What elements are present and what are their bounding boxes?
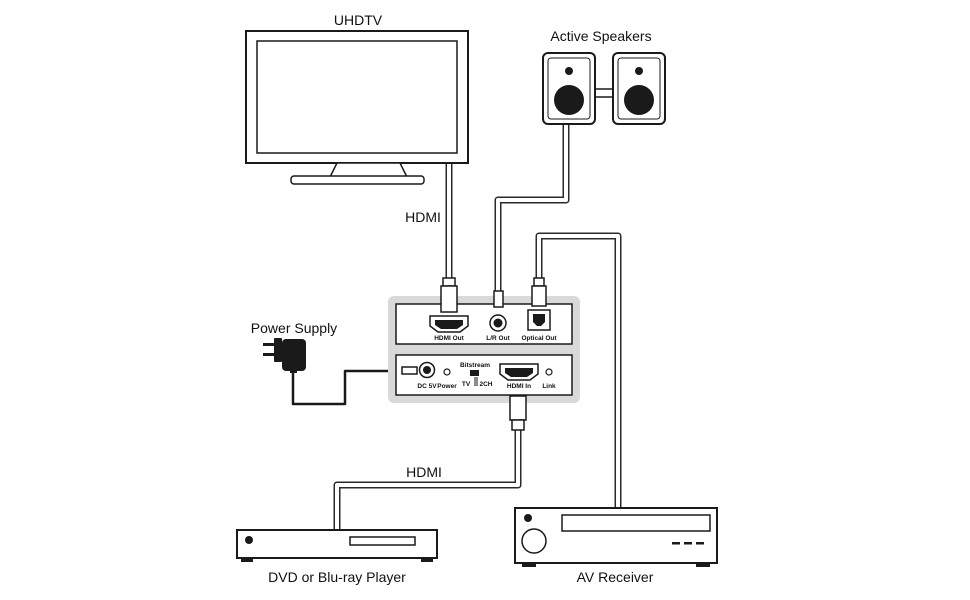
- dvd-player: [236, 529, 438, 562]
- active-speakers-label: Active Speakers: [550, 28, 651, 44]
- hdmi-in-label: HDMI In: [507, 383, 531, 390]
- lr-out-label: L/R Out: [486, 335, 510, 342]
- power-cable: [291, 369, 402, 406]
- uhdtv: [245, 30, 469, 185]
- lr-out-port: [489, 290, 507, 332]
- power-adapter: [263, 338, 306, 373]
- hdmi-out-port: [429, 277, 469, 333]
- dc-5v-port: [401, 361, 436, 379]
- optical-cable-receiver: [535, 232, 622, 508]
- audio-extractor-device: HDMI Out L/R Out Optical Out DC 5V Power…: [388, 277, 580, 431]
- bitstream-label: Bitstream: [460, 362, 490, 369]
- link-label: Link: [542, 383, 556, 390]
- hdmi-out-label: HDMI Out: [434, 335, 464, 342]
- power-led: [443, 368, 451, 376]
- tv-label: TV: [462, 381, 471, 388]
- audio-cable-speakers: [494, 124, 570, 292]
- dc-5v-label: DC 5V: [417, 383, 437, 390]
- two-ch-label: 2CH: [479, 381, 492, 388]
- av-receiver: [514, 507, 718, 567]
- uhdtv-label: UHDTV: [334, 12, 383, 28]
- bitstream-switch[interactable]: [470, 370, 479, 386]
- hdmi-bottom-label: HDMI: [406, 464, 442, 480]
- power-label: Power: [437, 383, 457, 390]
- optical-out-label: Optical Out: [521, 335, 557, 342]
- power-supply-label: Power Supply: [251, 320, 337, 336]
- active-speakers: [542, 52, 666, 125]
- hdmi-top-label: HDMI: [405, 209, 441, 225]
- hdmi-cable-player: [333, 430, 522, 530]
- av-receiver-label: AV Receiver: [577, 569, 654, 585]
- dvd-player-label: DVD or Blu-ray Player: [268, 569, 406, 585]
- hdmi-in-port: [499, 363, 539, 431]
- optical-out-port: [527, 277, 551, 331]
- link-led: [545, 368, 553, 376]
